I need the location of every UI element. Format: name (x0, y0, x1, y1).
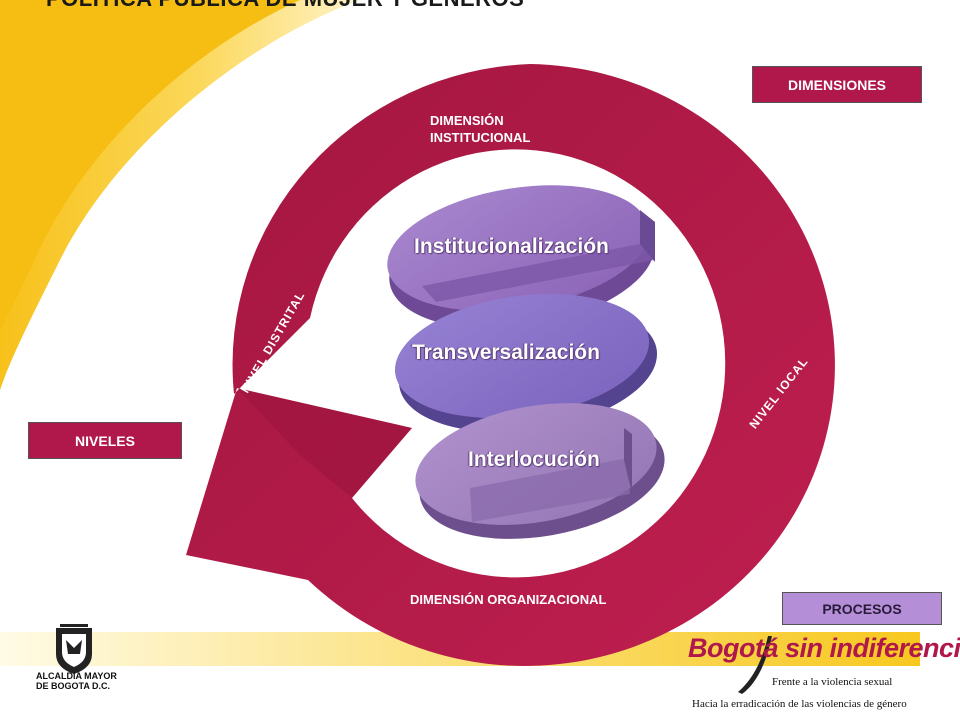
disc-interlocucion (415, 403, 665, 539)
dimension-institucional-line1: DIMENSIÓN (430, 113, 504, 128)
brand-logo: Bogotá sin indiferencia (688, 633, 960, 663)
process-label-institucionalizacion: Institucionalización (414, 235, 609, 258)
logo-line1: ALCALDIA MAYOR (36, 671, 117, 681)
process-label-transversalizacion: Transversalización (412, 341, 600, 364)
niveles-tag: NIVELES (28, 422, 182, 459)
process-label-interlocucion: Interlocución (468, 448, 600, 471)
brand-swoosh-icon (738, 636, 772, 694)
alcaldia-logo-text: ALCALDIA MAYOR DE BOGOTA D.C. (36, 671, 117, 691)
disc-transversalizacion (394, 293, 658, 433)
cycle-arrow (186, 64, 835, 666)
page-title: POLITICA PUBLICA DE MUJER Y GÉNEROS (46, 0, 524, 12)
dimension-organizacional-label: DIMENSIÓN ORGANIZACIONAL (410, 592, 607, 607)
procesos-tag: PROCESOS (782, 592, 942, 625)
dimension-institucional-label: DIMENSIÓN INSTITUCIONAL (430, 112, 530, 146)
coat-of-arms-icon (56, 624, 92, 674)
footer-subtitle-1: Frente a la violencia sexual (772, 676, 893, 688)
logo-line2: DE BOGOTA D.C. (36, 681, 110, 691)
dimension-institucional-line2: INSTITUCIONAL (430, 130, 531, 145)
yellow-swoosh (0, 0, 360, 390)
footer-subtitle-2: Hacia la erradicación de las violencias … (692, 698, 907, 710)
dimensiones-tag: DIMENSIONES (752, 66, 922, 103)
disc-institucionalizacion (387, 185, 655, 329)
